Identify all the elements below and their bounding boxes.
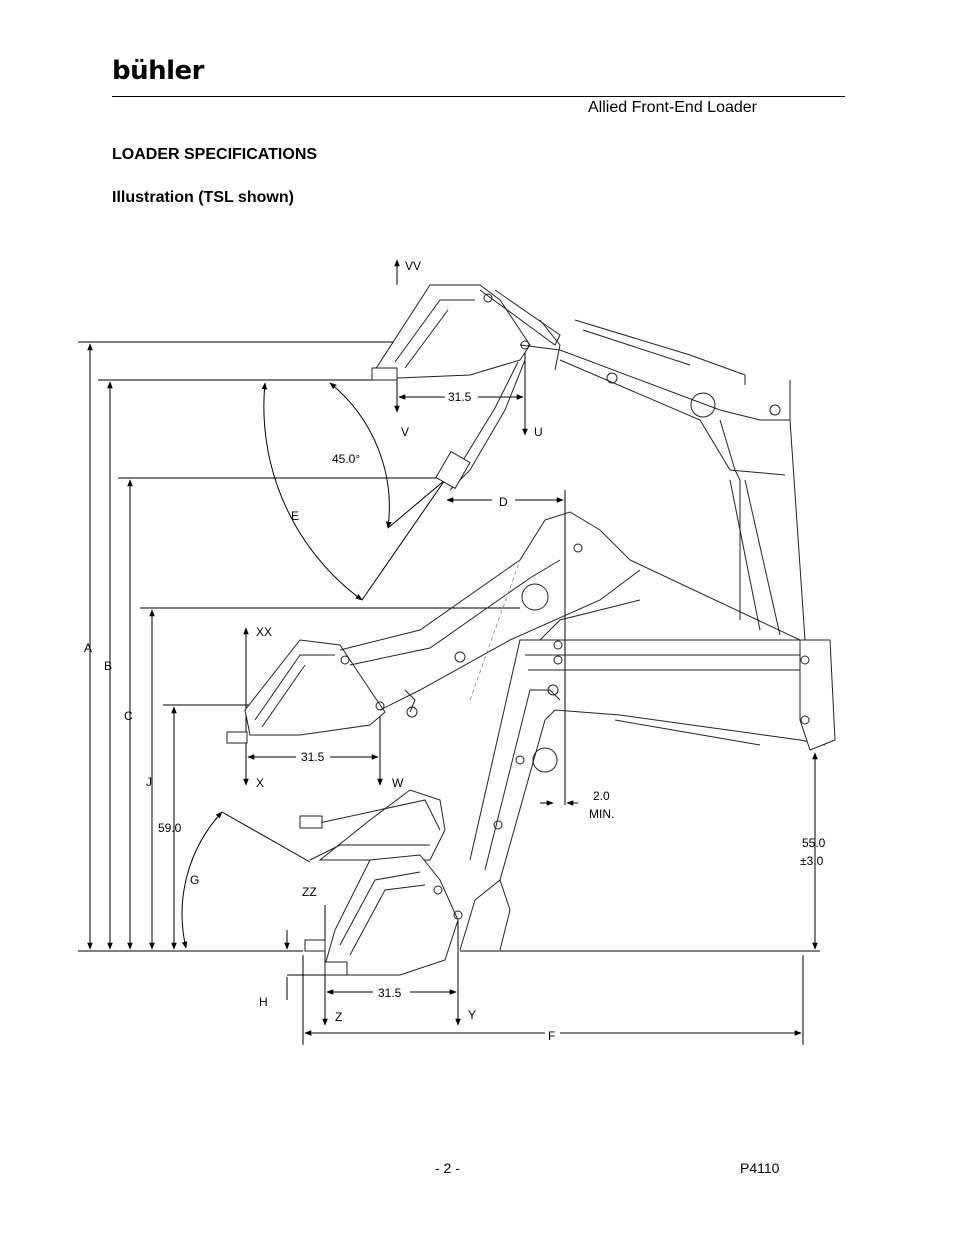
dim-label-f: F [548, 1029, 555, 1043]
loader-raised-position [371, 284, 806, 641]
label-x: X [256, 776, 264, 790]
header-rule [112, 96, 845, 97]
mid-width-dimension: 31.5 XX X W [243, 625, 404, 790]
value-clearance-unit: MIN. [589, 807, 614, 821]
document-subtitle: Allied Front-End Loader [588, 99, 757, 116]
label-u: U [534, 425, 543, 439]
angle-dimensions: 45.0° E [181, 382, 446, 949]
loader-lowered-position [299, 559, 836, 976]
dim-label-a: A [84, 641, 92, 655]
document-code: P4110 [740, 1160, 780, 1176]
dim-label-e: E [291, 509, 299, 523]
value-bottom-31-5: 31.5 [378, 986, 402, 1000]
label-zz: ZZ [302, 885, 317, 899]
dim-label-c: C [124, 709, 133, 723]
d-dimension: D [446, 495, 564, 509]
value-55-tol: ±3.0 [800, 854, 824, 868]
section-heading: LOADER SPECIFICATIONS [112, 146, 318, 163]
label-vv: VV [405, 259, 421, 273]
value-59: 59.0 [158, 821, 182, 835]
subsection-heading: Illustration (TSL shown) [112, 189, 294, 206]
dim-label-j: J [146, 775, 152, 789]
value-mid-31-5: 31.5 [301, 750, 325, 764]
dim-label-g: G [190, 873, 199, 887]
label-v: V [401, 425, 409, 439]
label-w: W [392, 776, 404, 790]
value-top-31-5: 31.5 [448, 390, 472, 404]
label-y: Y [468, 1008, 476, 1022]
buhler-logo: bühler [112, 56, 205, 86]
clearance-dimension: 2.0 MIN. [540, 789, 614, 821]
dim-label-d: D [499, 495, 508, 509]
height-dimensions [87, 343, 818, 1000]
height-labels: A B C J 59.0 G H 55.0 ±3.0 [84, 641, 826, 1009]
value-angle-45: 45.0° [332, 452, 360, 466]
dim-label-h: H [259, 995, 268, 1009]
value-55: 55.0 [802, 836, 826, 850]
label-z: Z [335, 1010, 342, 1024]
value-clearance: 2.0 [593, 789, 610, 803]
dim-label-b: B [104, 659, 112, 673]
page-number: - 2 - [435, 1160, 460, 1176]
label-xx: XX [256, 625, 272, 639]
